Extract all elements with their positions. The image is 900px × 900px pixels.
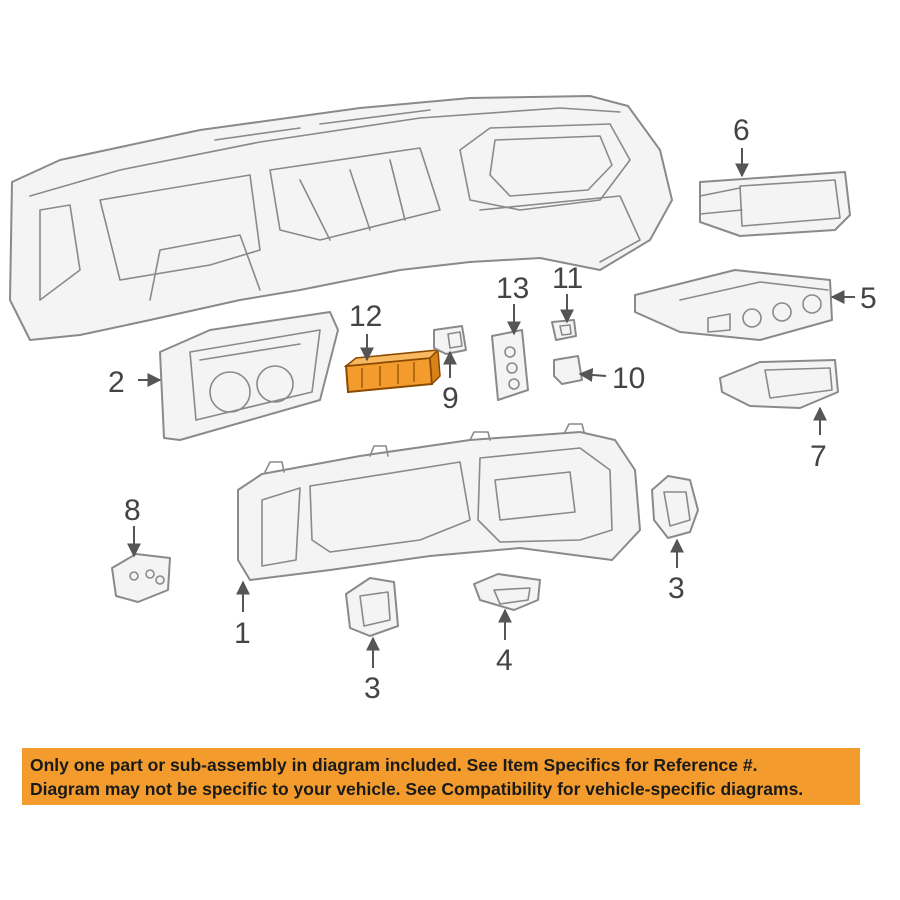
- callout-4: 4: [496, 644, 513, 677]
- callout-numbers: 6 5 7 2 12 9 13 11 10 8 1 3 3 4: [108, 114, 877, 705]
- callout-7: 7: [810, 440, 827, 473]
- part-12-switch-highlighted: [343, 348, 441, 394]
- callout-9: 9: [442, 382, 459, 415]
- part-3-vent-left: [345, 577, 399, 637]
- callout-13: 13: [496, 272, 529, 305]
- disclaimer-banner: Only one part or sub-assembly in diagram…: [22, 748, 860, 805]
- callout-2: 2: [108, 366, 125, 399]
- part-9-switch: [433, 325, 467, 355]
- part-2-instrument-cluster: [159, 311, 339, 441]
- callout-5: 5: [860, 282, 877, 315]
- leader-lines: [127, 148, 855, 668]
- callout-8: 8: [124, 494, 141, 527]
- callout-3-left: 3: [364, 672, 381, 705]
- part-5-climate-control: [634, 269, 833, 341]
- disclaimer-line-1: Only one part or sub-assembly in diagram…: [30, 754, 758, 775]
- part-8-switch: [111, 553, 171, 603]
- part-6-storage-bin: [699, 171, 851, 237]
- dashboard-assembly: [9, 95, 673, 341]
- part-7-vent: [719, 359, 839, 409]
- disclaimer-line-2: Diagram may not be specific to your vehi…: [30, 778, 804, 799]
- part-1-instrument-panel-bezel: [237, 423, 641, 581]
- part-11-switch: [551, 319, 577, 341]
- part-4-vent: [473, 573, 541, 611]
- parts-diagram: 6 5 7 2 12 9 13 11 10 8 1 3 3 4: [9, 95, 877, 705]
- callout-6: 6: [733, 114, 750, 147]
- callout-11: 11: [552, 262, 583, 295]
- callout-12: 12: [349, 300, 382, 333]
- callout-10: 10: [612, 362, 645, 395]
- callout-1: 1: [234, 617, 251, 650]
- part-13-switch-panel: [491, 329, 529, 401]
- part-10-switch: [553, 355, 583, 385]
- callout-3-right: 3: [668, 572, 685, 605]
- part-3-vent-right: [651, 475, 699, 539]
